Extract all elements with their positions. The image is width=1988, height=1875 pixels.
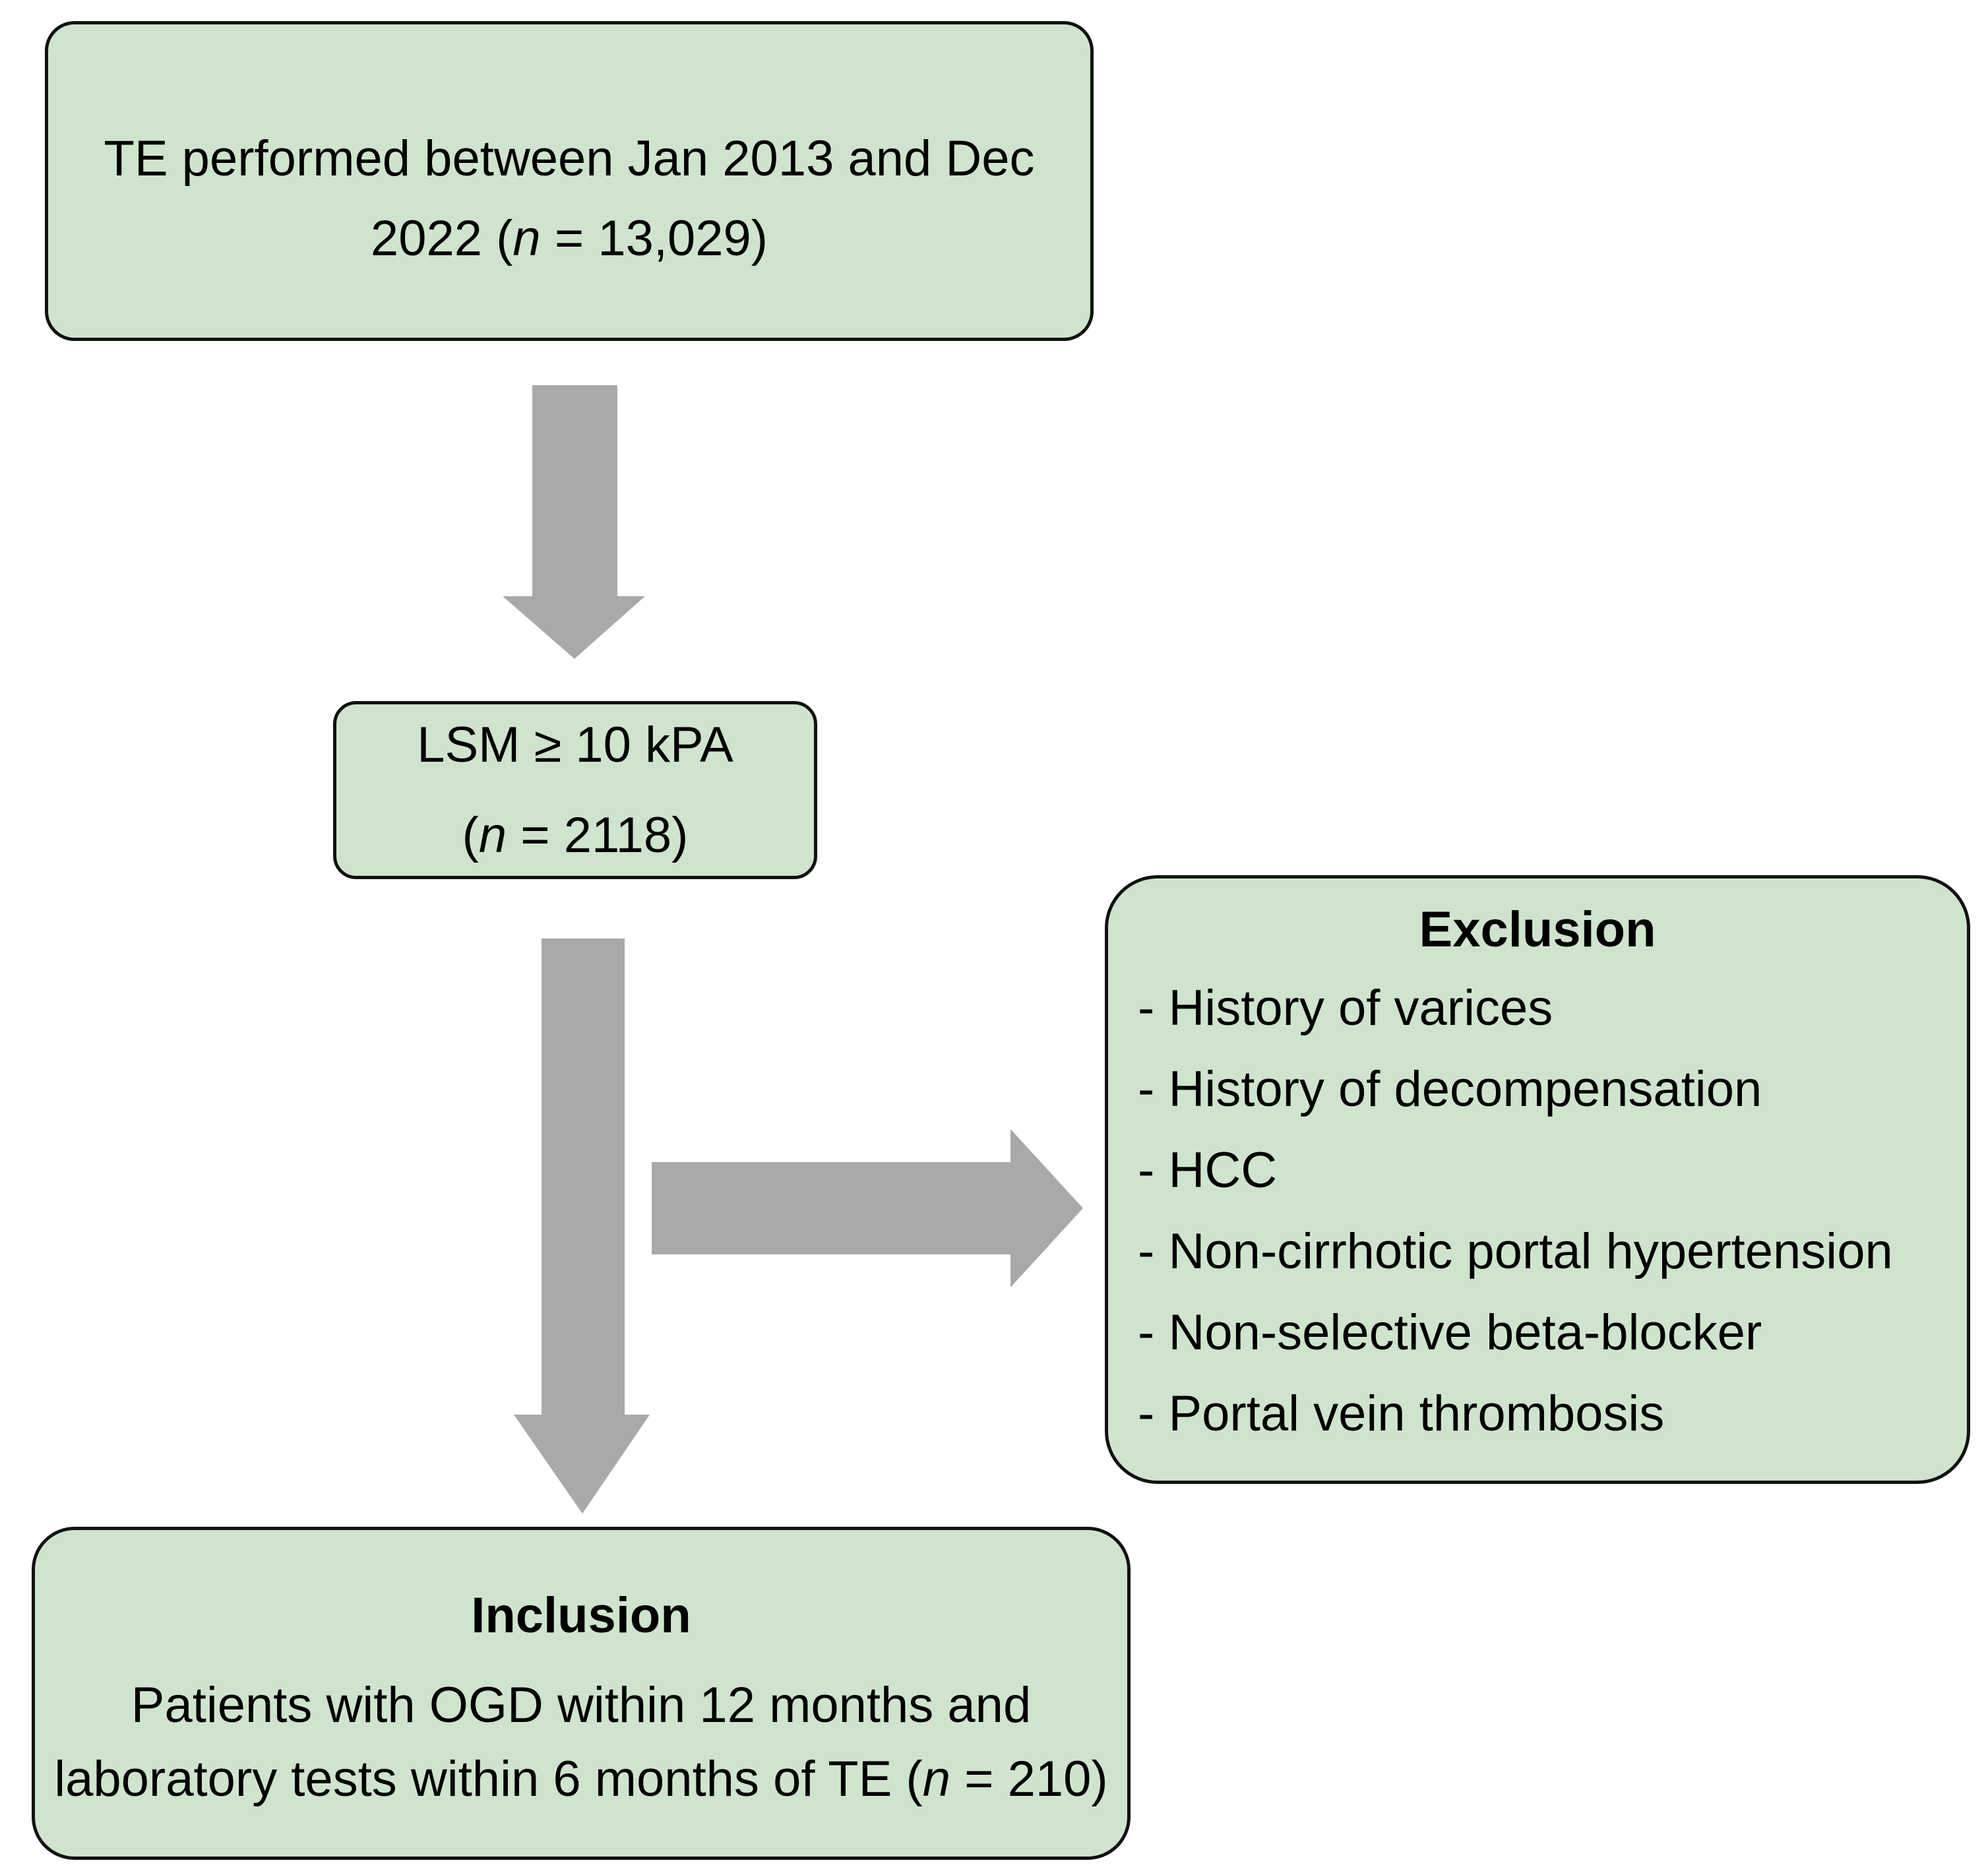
inclusion-title: Inclusion (471, 1587, 691, 1644)
exclusion-item: - HCC (1138, 1130, 1937, 1211)
inclusion-box: Inclusion Patients with OGD within 12 mo… (32, 1527, 1131, 1860)
lsm-box-n-symbol: n (478, 807, 507, 863)
exclusion-item-label: History of varices (1168, 980, 1553, 1036)
exclusion-item: - Portal vein thrombosis (1138, 1373, 1937, 1454)
inclusion-line2-prefix: laboratory tests within 6 months of TE ( (54, 1751, 923, 1807)
inclusion-line2-suffix: = 210) (950, 1751, 1108, 1807)
lsm-threshold-box: LSM ≥ 10 kPA (n = 2118) (333, 701, 817, 879)
te-box-line1: TE performed between Jan 2013 and Dec (104, 130, 1035, 187)
inclusion-body-line2: laboratory tests within 6 months of TE (… (35, 1742, 1127, 1816)
te-performed-box: TE performed between Jan 2013 and Dec 20… (45, 21, 1094, 341)
exclusion-item: - History of varices (1138, 968, 1937, 1049)
down-arrow-lsm-to-inclusion-icon (514, 938, 650, 1514)
lsm-box-line2: (n = 2118) (462, 804, 689, 867)
exclusion-item-label: HCC (1168, 1142, 1278, 1198)
exclusion-list: - History of varices - History of decomp… (1138, 968, 1937, 1454)
exclusion-item: - History of decompensation (1138, 1049, 1937, 1130)
bullet-dash: - (1138, 1223, 1169, 1279)
exclusion-item-label: Non-cirrhotic portal hypertension (1168, 1223, 1893, 1279)
exclusion-item: - Non-cirrhotic portal hypertension (1138, 1211, 1937, 1292)
down-arrow-te-to-lsm-icon (503, 385, 645, 659)
inclusion-n-symbol: n (922, 1751, 951, 1807)
te-box-line2: 2022 (n = 13,029) (104, 199, 1034, 278)
lsm-box-line2-prefix: ( (462, 807, 479, 863)
exclusion-item: - Non-selective beta-blocker (1138, 1292, 1937, 1373)
te-box-n-symbol: n (513, 210, 541, 266)
right-arrow-to-exclusion-icon (652, 1129, 1083, 1287)
te-performed-text: TE performed between Jan 2013 and Dec 20… (104, 119, 1034, 278)
exclusion-item-label: Non-selective beta-blocker (1168, 1305, 1762, 1361)
inclusion-body: Patients with OGD within 12 months and l… (35, 1669, 1127, 1816)
te-box-line2-suffix: = 13,029) (540, 210, 768, 266)
exclusion-title: Exclusion (1419, 902, 1656, 958)
bullet-dash: - (1138, 1386, 1169, 1442)
lsm-box-line2-suffix: = 2118) (507, 807, 689, 863)
bullet-dash: - (1138, 1061, 1169, 1117)
exclusion-item-label: Portal vein thrombosis (1168, 1386, 1665, 1442)
exclusion-item-label: History of decompensation (1168, 1061, 1762, 1117)
te-box-line2-prefix: 2022 ( (370, 210, 513, 266)
lsm-box-line1: LSM ≥ 10 kPA (417, 717, 733, 773)
bullet-dash: - (1138, 1305, 1169, 1361)
bullet-dash: - (1138, 980, 1169, 1036)
bullet-dash: - (1138, 1142, 1169, 1198)
exclusion-box: Exclusion - History of varices - History… (1105, 875, 1970, 1484)
inclusion-body-line1: Patients with OGD within 12 months and (131, 1677, 1032, 1733)
